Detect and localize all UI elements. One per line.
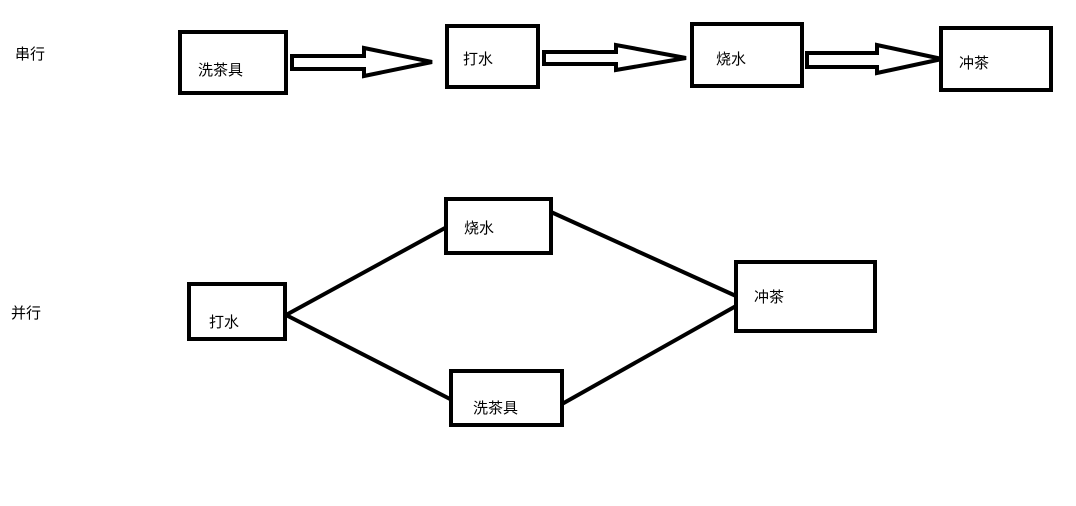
parallel-end-box	[734, 260, 877, 333]
parallel-end-label: 冲茶	[754, 288, 784, 306]
parallel-section-label: 并行	[11, 304, 41, 322]
edge-start-to-top	[285, 226, 446, 317]
serial-section-label: 串行	[15, 45, 45, 63]
parallel-branch-top-box	[444, 197, 553, 255]
parallel-branch-bottom-label: 洗茶具	[473, 399, 518, 417]
parallel-branch-bottom: 洗茶具	[449, 369, 564, 427]
edge-start-to-bottom	[285, 313, 451, 401]
parallel-branch-top: 烧水	[444, 197, 553, 255]
parallel-start-box	[187, 282, 287, 341]
serial-step-3: 烧水	[690, 22, 804, 88]
parallel-start: 打水	[187, 282, 287, 341]
parallel-start-label: 打水	[209, 313, 239, 331]
serial-step-4-label: 冲茶	[959, 54, 989, 72]
serial-arrow-3	[805, 42, 943, 76]
serial-step-1-box	[178, 30, 288, 95]
serial-step-3-box	[690, 22, 804, 88]
parallel-branch-top-label: 烧水	[464, 219, 494, 237]
serial-step-2-label: 打水	[463, 50, 493, 68]
edge-bottom-to-end	[561, 304, 737, 406]
parallel-end: 冲茶	[734, 260, 877, 333]
serial-arrow-1	[290, 45, 433, 79]
serial-step-4: 冲茶	[939, 26, 1053, 92]
parallel-branch-bottom-box	[449, 369, 564, 427]
edge-top-to-end	[550, 210, 737, 298]
serial-step-1: 洗茶具	[178, 30, 288, 95]
serial-step-4-box	[939, 26, 1053, 92]
serial-step-2: 打水	[445, 24, 540, 89]
serial-step-1-label: 洗茶具	[198, 61, 243, 79]
serial-step-2-box	[445, 24, 540, 89]
serial-arrow-2	[542, 42, 687, 73]
serial-step-3-label: 烧水	[716, 50, 746, 68]
